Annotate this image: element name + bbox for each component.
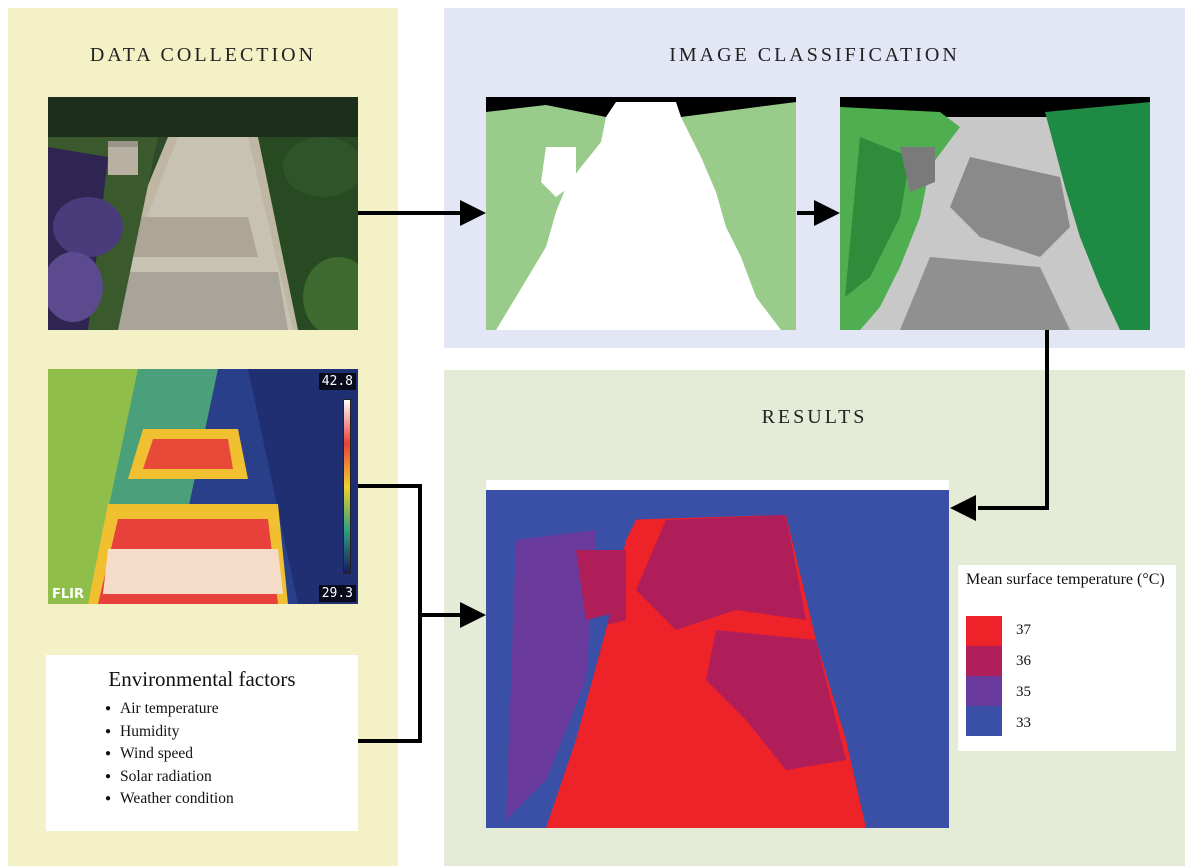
environmental-factors-title: Environmental factors: [108, 667, 296, 691]
data-collection-title: DATA COLLECTION: [89, 44, 317, 66]
thermal-max-label: 42.8: [318, 373, 356, 390]
legend-swatch: [966, 676, 1002, 706]
list-item: Wind speed: [105, 744, 234, 767]
thermal-image: 42.8 29.3 FLIR: [48, 369, 358, 604]
legend-label: 33: [1016, 715, 1031, 731]
flir-logo: FLIR: [52, 587, 85, 602]
list-item: Air temperature: [105, 699, 234, 722]
environmental-factors-box: Environmental factors Air temperature Hu…: [46, 655, 358, 831]
list-item: Humidity: [105, 722, 234, 745]
legend-label: 35: [1016, 684, 1031, 700]
legend: Mean surface temperature (°C) 37 36 35 3…: [958, 565, 1176, 751]
legend-swatch: [966, 616, 1002, 646]
list-item: Solar radiation: [105, 767, 234, 790]
classified-image: [840, 97, 1150, 330]
environmental-factors-list: Air temperature Humidity Wind speed Sola…: [105, 699, 234, 812]
legend-swatch: [966, 706, 1002, 736]
segmentation-mask: [486, 97, 796, 330]
legend-swatch: [966, 646, 1002, 676]
legend-label: 37: [1016, 622, 1031, 638]
results-temperature-map: [486, 480, 949, 828]
legend-title: Mean surface temperature (°C): [966, 571, 1165, 588]
results-title: RESULTS: [761, 406, 868, 428]
thermal-min-label: 29.3: [318, 585, 356, 602]
legend-label: 36: [1016, 653, 1031, 669]
image-classification-title: IMAGE CLASSIFICATION: [669, 44, 960, 66]
list-item: Weather condition: [105, 789, 234, 812]
walkway-photo: [48, 97, 358, 330]
